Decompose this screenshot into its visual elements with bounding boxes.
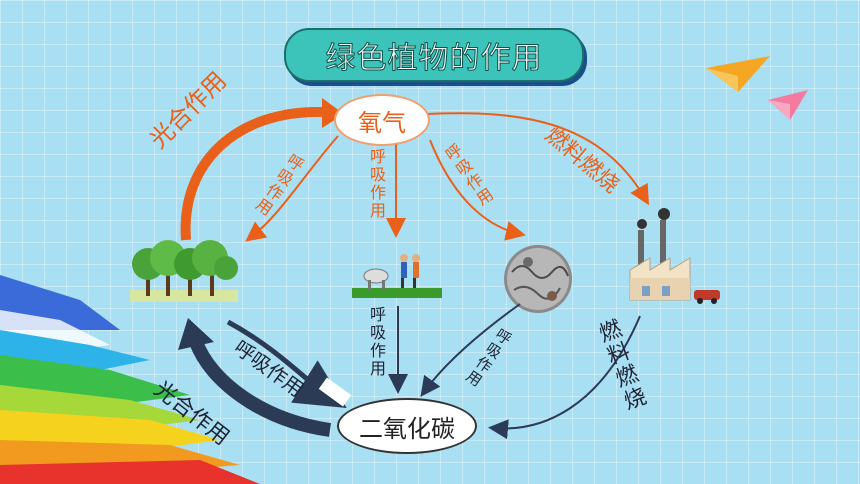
respiration-label-oxygen-people: 呼吸作用 [367,148,386,220]
microorganism-icon [504,245,572,313]
fuel-burning-arrow-factory-co2 [488,315,641,440]
paper-plane-icon-2 [768,90,808,120]
photosynthesis-arrow-top [180,106,323,241]
fuel-burning-arrow-oxygen-factory [427,112,649,206]
respiration-arrow-microbes-co2 [420,303,521,397]
white-patch [318,377,352,407]
photosynthesis-arrow-bottom [189,339,332,437]
page-title: 绿色植物的作用 [284,28,584,82]
factory-icon [629,208,720,304]
respiration-arrow-trees-co2 [226,319,347,408]
oxygen-node: 氧气 [334,94,430,146]
respiration-label-people-co2: 呼吸作用 [367,306,386,378]
paper-plane-icon [706,56,770,92]
paint-streaks [0,275,260,484]
respiration-arrow-oxygen-microbes [429,139,526,241]
respiration-arrow-oxygen-trees [245,135,339,242]
co2-node: 二氧化碳 [337,398,477,454]
people-animals-icon [352,254,442,298]
page-title-text: 绿色植物的作用 [325,41,543,77]
trees-icon [130,240,238,302]
